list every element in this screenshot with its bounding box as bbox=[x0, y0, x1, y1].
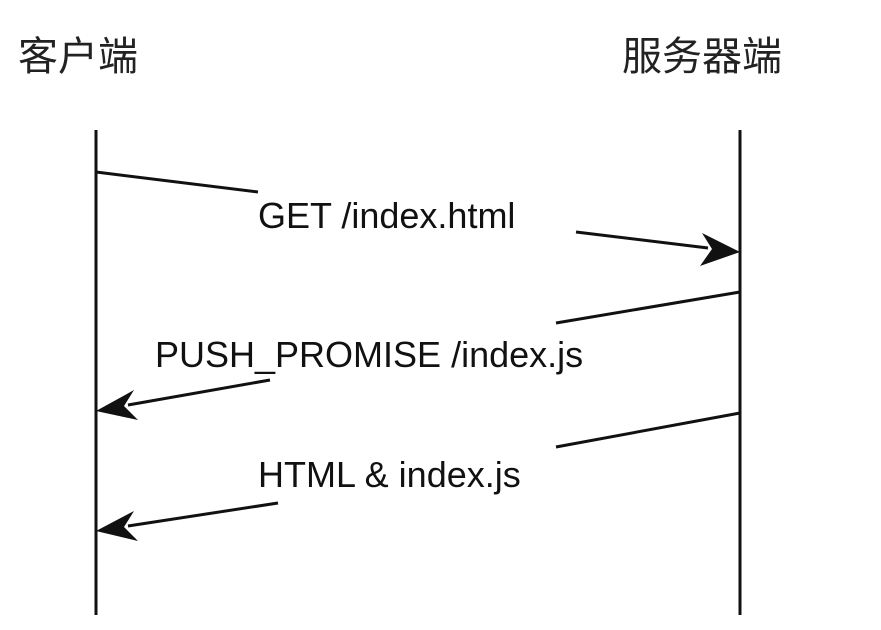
message-get-index-html: GET /index.html bbox=[95, 170, 740, 266]
message-2-line-right bbox=[555, 290, 741, 325]
message-2-line-left bbox=[127, 378, 271, 407]
message-1-line-right bbox=[575, 230, 709, 250]
message-3-line-left bbox=[127, 501, 279, 528]
message-1-line-left bbox=[95, 170, 259, 194]
client-actor-label: 客户端 bbox=[18, 34, 138, 80]
message-push-promise: PUSH_PROMISE /index.js bbox=[96, 290, 741, 420]
message-1-label: GET /index.html bbox=[258, 195, 515, 236]
arrowhead-right-icon bbox=[700, 233, 740, 266]
message-2-label: PUSH_PROMISE /index.js bbox=[155, 334, 583, 375]
message-3-label: HTML & index.js bbox=[258, 454, 521, 495]
server-actor-label: 服务器端 bbox=[622, 34, 782, 80]
arrowhead-left-icon bbox=[96, 390, 138, 420]
message-3-line-right bbox=[555, 411, 741, 449]
message-html-index-js: HTML & index.js bbox=[96, 411, 741, 541]
arrowhead-left-icon bbox=[96, 511, 138, 541]
